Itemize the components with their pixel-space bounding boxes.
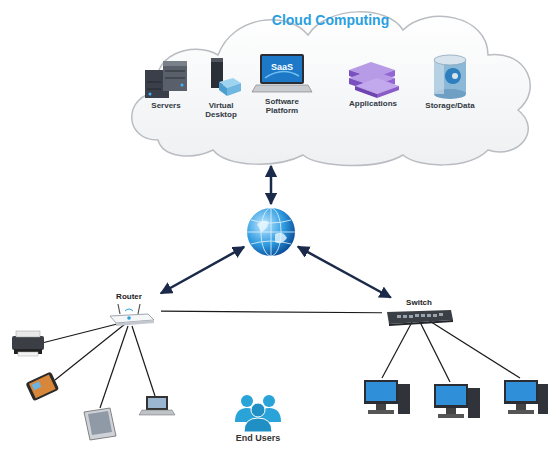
- desktop-pc-icon: [504, 380, 548, 414]
- end-users-icon: [223, 392, 293, 432]
- laptop-icon: [139, 396, 175, 415]
- service-item: Storage/Data: [418, 52, 482, 122]
- cloud-node: Cloud Computing Servers Virtual Desktop …: [118, 0, 543, 170]
- service-item: Servers: [138, 58, 194, 120]
- screen-label: SaaS: [250, 62, 314, 72]
- service-item: Applications: [340, 56, 406, 118]
- title: Cloud Computing: [118, 12, 543, 28]
- network-connector: [161, 311, 382, 313]
- item-label: Virtual Desktop: [198, 101, 244, 119]
- servers-icon: [139, 58, 194, 100]
- router-icon: [98, 302, 160, 328]
- item-label: Servers: [138, 101, 194, 110]
- desktop-pc-icon: [364, 380, 410, 414]
- tablet-icon: [84, 408, 116, 440]
- net-label: Router: [98, 292, 160, 302]
- network-connector: [298, 247, 391, 298]
- applications-icon: [341, 56, 406, 98]
- item-label: Applications: [340, 99, 406, 108]
- item-label: Software Platform: [250, 97, 314, 115]
- router-node: Router: [98, 292, 160, 330]
- service-item: Virtual Desktop: [198, 56, 244, 128]
- switch-icon: [383, 308, 455, 326]
- desktop-pc-icon: [434, 384, 480, 418]
- phone-icon: [25, 371, 59, 401]
- network-connector: [270, 166, 273, 204]
- laptop-saas-icon: [251, 52, 313, 96]
- service-item: SaaS Software Platform: [250, 52, 314, 124]
- virtual-desktop-icon: [199, 56, 244, 100]
- globe-icon: [245, 206, 297, 258]
- net-label: Switch: [383, 298, 455, 308]
- network-connector: [161, 247, 244, 293]
- internet-globe: [245, 206, 297, 258]
- switch-node: Switch: [383, 298, 455, 328]
- end-users-node: End Users: [220, 392, 296, 450]
- storage-icon: [419, 52, 481, 100]
- users-label: End Users: [220, 433, 296, 443]
- printer-icon: [12, 331, 44, 356]
- item-label: Storage/Data: [418, 101, 482, 110]
